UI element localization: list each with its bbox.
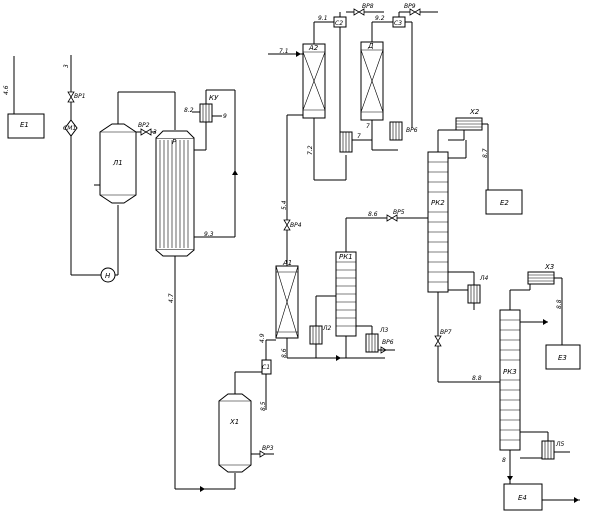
stream-7: 7 [357,133,361,140]
valve-vr8-a [353,8,360,16]
adsorber-a2-packing-2 [302,51,326,111]
label-l5: Л5 [555,441,565,448]
label-e3: Е3 [558,354,567,362]
stream-8: 8 [502,457,506,464]
tank-e1 [7,113,45,139]
label-x2: Х2 [469,108,480,116]
tank-e2 [485,189,523,215]
stream-8-8b: 8.8 [556,299,563,309]
label-vr6-b: ВР6 [382,339,394,346]
stream-8-8: 8.8 [472,375,482,382]
vessel-x1 [218,393,252,473]
label-rk1: РК1 [339,253,353,261]
arrow-loop [232,170,238,175]
label-vr9: ВР9 [404,3,416,10]
stream-9-2: 9.2 [375,15,385,22]
arrow-7-1 [296,51,301,57]
stream-8-6b: 8.6 [368,211,378,218]
adsorber-a1-packing-2 [275,265,299,339]
stream-9-1: 9.1 [318,15,328,22]
valve-vr8-b [358,8,365,16]
label-a2: А2 [308,44,319,52]
tank-e3 [545,344,581,370]
stream-3: 3 [63,64,70,68]
valve-vr5-a [386,214,393,222]
valve-vr5-b [391,214,398,222]
mixer-sm1 [64,119,78,137]
label-vr5: ВР5 [393,209,405,216]
label-vr1: ВР1 [74,93,86,100]
arrow-to-x1 [200,486,205,492]
stream-4-9: 4.9 [259,333,266,343]
tank-e4 [503,483,543,511]
valve-vr7-a [434,335,442,342]
label-ku: КУ [209,94,219,102]
stream-3b: 3 [153,129,157,136]
stream-8-7: 8.7 [482,148,489,158]
label-vr8: ВР8 [362,3,374,10]
label-x1: Х1 [229,418,239,426]
stream-7-1: 7.1 [279,48,289,55]
reactor-r-bottom [155,249,195,257]
label-r: Р [172,138,177,146]
stream-9: 9 [223,113,227,120]
label-e2: Е2 [500,199,509,207]
label-rk2: РК2 [431,199,445,207]
stream-4-6: 4.6 [3,85,10,95]
valve-vr3 [259,450,266,458]
stream-8-2: 8.2 [184,107,194,114]
arrow-rk3-bottom [507,476,513,481]
valve-vr4-b [283,224,291,231]
stream-4-7: 4.7 [168,293,175,303]
label-d: Д [367,42,374,50]
label-n: Н [105,272,111,280]
arrow-e4-out [574,497,579,503]
stream-9-3: 9.3 [204,231,214,238]
valve-vr1-bottom [67,96,75,103]
arrow-rk3-reflux [543,319,548,325]
column-d-packing-2 [360,49,384,113]
label-c1: С1 [262,364,270,371]
stream-7b: 7 [366,123,370,130]
stream-7-2: 7.2 [307,145,314,155]
arrow-collector [336,355,341,361]
label-l3: Л3 [379,327,389,334]
column-rk3-trays [500,319,520,441]
valve-vr9-a [409,8,416,16]
label-vr2: ВР2 [138,122,150,129]
valve-vr2-b [145,128,152,136]
valve-vr7-b [434,340,442,347]
label-l4: Л4 [479,275,489,282]
stream-5-4: 5.4 [281,200,288,210]
column-rk2-trays [428,161,448,283]
valve-vr1-top [67,91,75,98]
label-vr6: ВР6 [406,127,418,134]
label-vr7: ВР7 [440,329,452,336]
label-vr4: ВР4 [290,222,302,229]
label-vr3: ВР3 [262,445,274,452]
valve-vr2-a [140,128,147,136]
valve-vr9-b [414,8,421,16]
valve-vr4-a [283,219,291,226]
reactor-r [155,137,195,251]
label-l2: Л2 [322,325,332,332]
label-sm1: СМ1 [63,125,76,132]
label-e4: Е4 [518,494,527,502]
stream-8-6: 8.6 [281,348,288,358]
column-rk1-trays [336,261,356,327]
label-c2: С2 [335,20,343,27]
label-e1: Е1 [20,121,29,129]
label-x3: Х3 [544,263,554,271]
label-l1: Л1 [112,159,123,167]
reactor-r-head [155,130,195,139]
reactor-tubes [159,140,189,248]
label-rk3: РК3 [503,368,517,376]
stream-8-5: 8.5 [260,401,267,411]
label-c3: С3 [394,20,402,27]
